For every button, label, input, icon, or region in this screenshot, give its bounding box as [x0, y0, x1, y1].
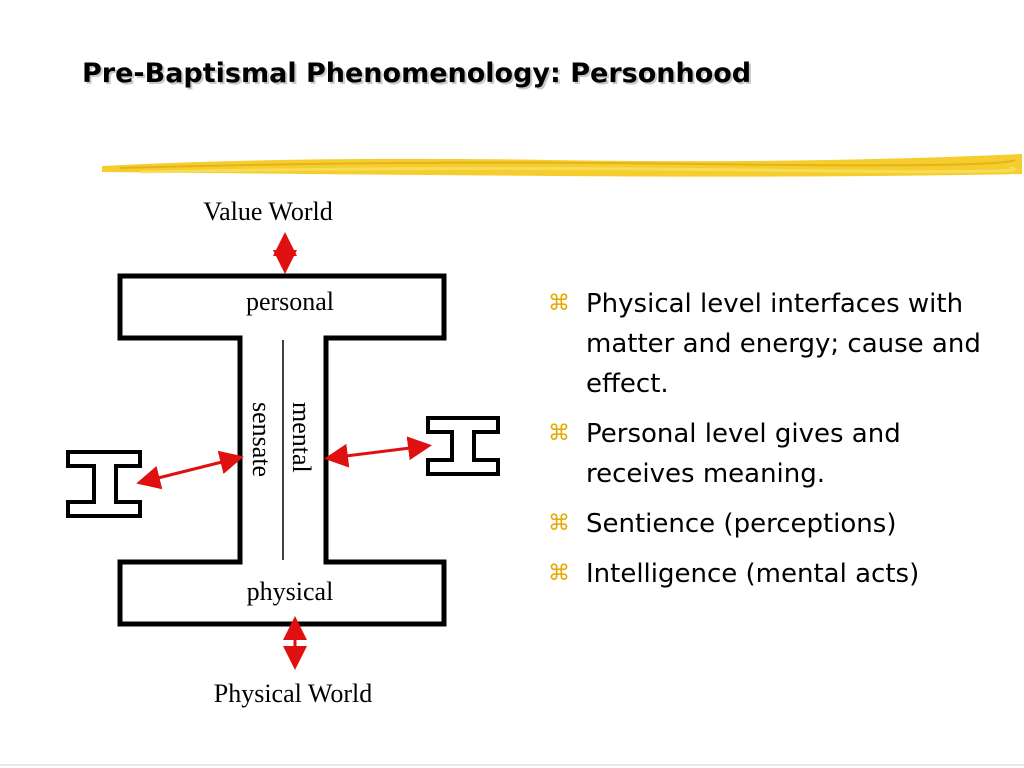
right-small-i-beam-shape [426, 416, 500, 476]
person-i-beam-shape [117, 273, 447, 627]
mental-label: mental [287, 402, 316, 473]
sensate-label: sensate [247, 402, 276, 477]
bullet-item: ⌘ Intelligence (mental acts) [548, 554, 1008, 594]
left-small-i-beam-shape [66, 450, 142, 518]
slide-title: Pre-Baptismal Phenomenology: Personhood [82, 58, 752, 89]
bullet-text: Physical level interfaces with matter an… [586, 289, 981, 399]
right-interaction-arrow [324, 436, 432, 468]
value-world-label: Value World [203, 197, 333, 226]
bullet-z-icon: ⌘ [548, 421, 570, 446]
left-interaction-arrow [136, 450, 244, 490]
bullet-z-icon: ⌘ [548, 561, 570, 586]
bullet-text: Sentience (perceptions) [586, 509, 897, 539]
bullet-z-icon: ⌘ [548, 511, 570, 536]
bullet-item: ⌘ Personal level gives and receives mean… [548, 414, 1008, 494]
bullet-item: ⌘ Sentience (perceptions) [548, 504, 1008, 544]
physical-label: physical [247, 577, 334, 606]
highlighter-underline [102, 154, 1022, 177]
bullet-list: ⌘ Physical level interfaces with matter … [548, 284, 1008, 604]
physical-world-label: Physical World [214, 679, 372, 708]
bullet-text: Intelligence (mental acts) [586, 559, 920, 589]
personal-label: personal [246, 287, 334, 316]
bottom-divider [0, 764, 1024, 766]
bullet-text: Personal level gives and receives meanin… [586, 419, 901, 489]
bullet-item: ⌘ Physical level interfaces with matter … [548, 284, 1008, 404]
bullet-z-icon: ⌘ [548, 291, 570, 316]
